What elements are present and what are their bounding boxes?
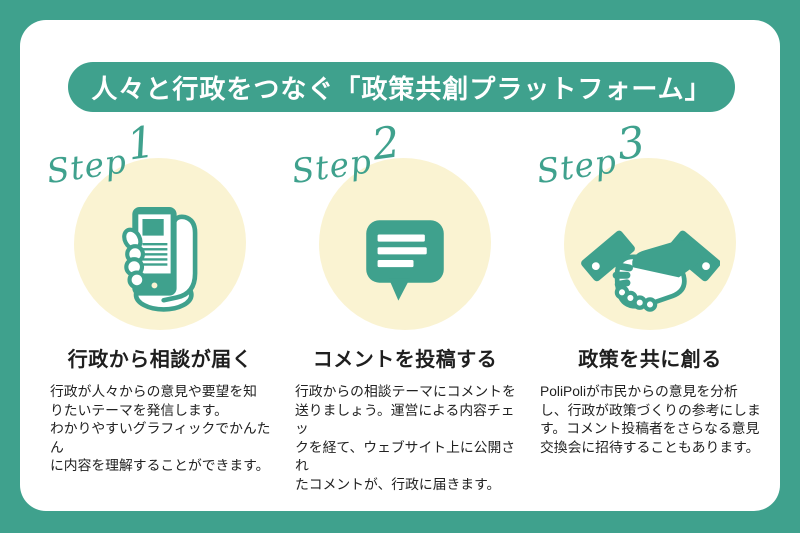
step-word: Step	[534, 141, 620, 192]
step-2-illustration: Step2	[289, 117, 517, 330]
step-3-heading: 政策を共に創る	[578, 349, 722, 371]
step-word: Step	[289, 141, 375, 192]
steps-row: Step1	[44, 117, 762, 495]
step-word: Step	[44, 141, 130, 192]
title-banner: 人々と行政をつなぐ「政策共創プラットフォーム」	[68, 62, 735, 112]
step-1-column: Step1	[44, 117, 272, 495]
step-2-heading: コメントを投稿する	[312, 349, 498, 371]
speech-bubble-icon	[366, 220, 444, 301]
content-card: 人々と行政をつなぐ「政策共創プラットフォーム」 Step1	[20, 20, 780, 511]
page-title: 人々と行政をつなぐ「政策共創プラットフォーム」	[91, 73, 712, 104]
step-number: 2	[369, 117, 404, 171]
step-2-description: 行政からの相談テーマにコメントを 送りましょう。運営による内容チェッ クを経て、…	[295, 384, 516, 492]
phone-in-hand-icon	[122, 207, 198, 312]
step-1-heading: 行政から相談が届く	[67, 349, 253, 371]
step-3-column: Step3	[534, 117, 762, 495]
handshake-icon	[581, 230, 720, 312]
step-1-illustration: Step1	[44, 117, 272, 330]
step-2-column: Step2 コメントを投稿する 行政からの相談テーマにコメントを 送りましょう。…	[289, 117, 517, 495]
step-1-description: 行政が人々からの意見や要望を知 りたいテーマを発信します。 わかりやすいグラフィ…	[50, 384, 271, 474]
step-number: 3	[614, 117, 649, 171]
step-number: 1	[124, 117, 159, 171]
step-3-illustration: Step3	[534, 117, 762, 330]
step-3-description: PoliPoliが市民からの意見を分析 し、行政が政策づくりの参考にしま す。コ…	[540, 384, 761, 455]
